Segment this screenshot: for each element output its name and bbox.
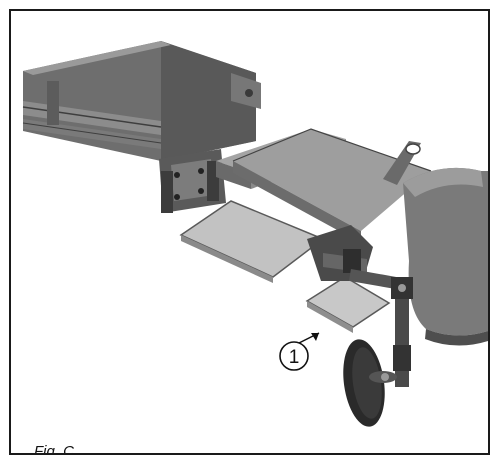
callout-1-label: 1 — [289, 347, 300, 368]
lifting-eye — [383, 141, 421, 185]
callout-1: 1 — [279, 332, 320, 371]
side-deflector — [403, 167, 488, 346]
shield-plate-lower — [305, 276, 391, 333]
cutting-disc — [343, 339, 397, 427]
figure-caption: Fig. C — [34, 443, 75, 455]
machine-frame — [22, 41, 261, 161]
cover-plate — [232, 128, 432, 243]
shield-plate-left — [179, 200, 325, 283]
figure-frame: 1 Fig. C — [9, 9, 490, 455]
mounting-bracket — [159, 149, 226, 213]
disc-post — [391, 277, 413, 387]
support-arm — [307, 225, 399, 290]
machine-illustration: 1 — [22, 41, 488, 427]
